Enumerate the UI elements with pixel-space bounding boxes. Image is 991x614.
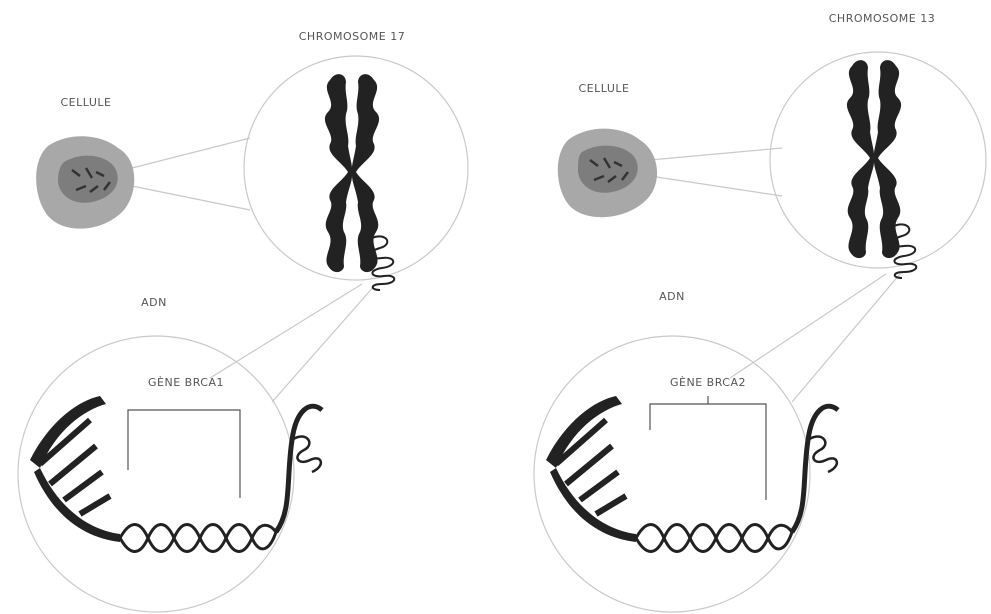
zoom-line-dna-right	[792, 274, 900, 402]
zoom-line-dna-left	[210, 284, 362, 378]
zoom-line-cell-top	[650, 148, 782, 160]
panel-brca1: CELLULE CHROMOSOME 17 ADN GÈNE BRCA1	[18, 30, 468, 612]
dna-helix	[546, 396, 838, 552]
cell-label: CELLULE	[61, 96, 112, 109]
gene-label: GÈNE BRCA1	[148, 376, 224, 389]
cell-label: CELLULE	[579, 82, 630, 95]
chromosome-17	[325, 74, 379, 272]
gene-bracket	[650, 404, 766, 500]
dna-label: ADN	[659, 290, 685, 303]
dna-label: ADN	[141, 296, 167, 309]
dna-helix	[30, 396, 322, 552]
panel-brca2: CELLULE CHROMOSOME 13 ADN GÈNE BRCA2	[534, 12, 986, 612]
zoom-line-cell-top	[132, 138, 250, 168]
chromosome-label: CHROMOSOME 17	[299, 30, 405, 43]
zoom-line-cell-bottom	[650, 176, 782, 196]
chromosome-13	[847, 60, 901, 258]
chromosome-label: CHROMOSOME 13	[829, 12, 935, 25]
zoom-line-cell-bottom	[132, 186, 250, 210]
gene-bracket	[128, 410, 240, 498]
zoom-line-dna-right	[272, 284, 376, 402]
gene-label: GÈNE BRCA2	[670, 376, 746, 389]
